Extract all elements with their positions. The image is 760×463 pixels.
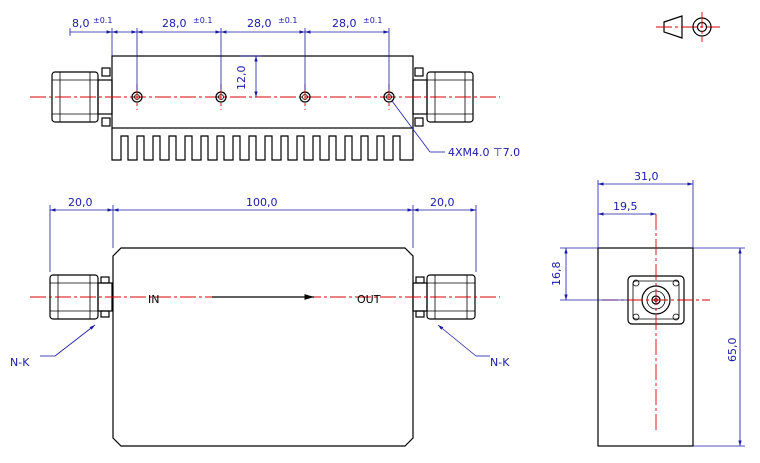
top-dim-3: 28,0 [247,17,272,30]
top-body [111,55,414,129]
side-body [597,247,694,447]
side-height-dim: 65,0 [726,338,739,363]
side-view: 31,0 19,5 16,8 65,0 [550,170,745,447]
front-dim-body: 100,0 [246,196,278,209]
top-dim-1-tol: ±0.1 [93,16,112,25]
front-dim-left: 20,0 [68,196,93,209]
in-label: IN [148,293,159,306]
top-dim-2-tol: ±0.1 [193,16,212,25]
side-offset-dim: 19,5 [613,200,638,213]
front-view: IN OUT 20,0 100,0 20,0 N-K N-K [10,196,510,447]
top-view: 8,0 ±0.1 28,0 ±0.1 28,0 ±0.1 28,0 ±0.1 1… [30,16,520,161]
top-dim-1: 8,0 [72,17,90,30]
top-dim-4-tol: ±0.1 [363,16,382,25]
top-dim-2: 28,0 [162,17,187,30]
side-width-dim: 31,0 [634,170,659,183]
connector-left-label: N-K [10,356,30,369]
front-right-connector [412,274,476,320]
out-label: OUT [357,293,381,306]
top-left-connector [51,67,113,127]
top-dim-4: 28,0 [332,17,357,30]
hole-callout: 4XM4.0 ⊤7.0 [448,146,520,159]
front-body [112,247,414,447]
heatsink-fins [111,128,414,161]
side-vertical-offset-dim: 16,8 [550,262,563,287]
projection-symbol [656,12,720,42]
top-dim-3-tol: ±0.1 [278,16,297,25]
front-dim-right: 20,0 [430,196,455,209]
connector-right-label: N-K [490,356,510,369]
top-height-dim: 12,0 [235,66,248,91]
